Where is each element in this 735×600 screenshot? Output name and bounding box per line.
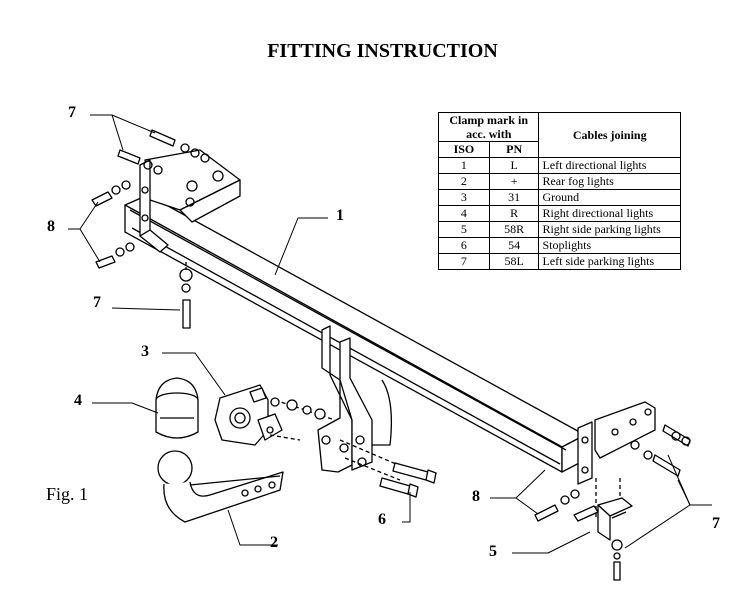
leader-lines <box>68 114 712 554</box>
cell-iso: 2 <box>438 173 490 190</box>
page-title: FITTING INSTRUCTION <box>267 40 498 62</box>
left-bracket <box>139 149 241 253</box>
crossbar <box>124 194 586 473</box>
cell-description: Right side parking lights <box>538 221 681 238</box>
callout-1: 1 <box>336 207 344 224</box>
fasteners-left <box>91 129 210 329</box>
callout-8-right: 8 <box>472 488 480 505</box>
cell-pn: L <box>488 157 540 174</box>
socket-plate <box>214 384 336 446</box>
cell-iso: 6 <box>438 237 490 254</box>
table-header-row: Clamp mark in acc. with Cables joining <box>437 112 681 158</box>
cell-pn: 31 <box>488 189 540 206</box>
callout-8-left: 8 <box>47 218 55 235</box>
callout-5: 5 <box>489 543 497 560</box>
bolts-6 <box>379 462 437 498</box>
cell-description: Stoplights <box>538 237 681 254</box>
cell-pn: R <box>488 205 540 222</box>
cell-description: Ground <box>538 189 681 206</box>
cell-pn: 58R <box>488 221 540 238</box>
right-bracket <box>577 401 656 485</box>
callout-7-top-left: 7 <box>68 104 76 121</box>
tow-ball-arm <box>157 450 284 523</box>
callout-7-left: 7 <box>93 294 101 311</box>
cell-iso: 7 <box>438 253 490 270</box>
cell-description: Rear fog lights <box>538 173 681 190</box>
header-clamp: Clamp mark in acc. with <box>437 112 540 142</box>
cell-description: Left side parking lights <box>538 253 681 270</box>
callout-2: 2 <box>270 534 278 551</box>
cell-iso: 3 <box>438 189 490 206</box>
callout-7-right: 7 <box>712 515 720 532</box>
cell-pn: 54 <box>488 237 540 254</box>
callout-4: 4 <box>74 392 82 409</box>
cell-description: Left directional lights <box>538 157 681 174</box>
socket-bracket <box>573 478 633 541</box>
cell-pn: + <box>488 173 540 190</box>
header-iso: ISO <box>438 141 490 158</box>
cell-description: Right directional lights <box>538 205 681 222</box>
cell-iso: 4 <box>438 205 490 222</box>
cell-iso: 5 <box>438 221 490 238</box>
header-cables: Cables joining <box>538 112 681 158</box>
fasteners-right <box>534 424 691 581</box>
cable-legend-table: Clamp mark in acc. with Cables joining I… <box>437 112 681 270</box>
table-row: 2+Rear fog lights <box>438 173 681 190</box>
figure-label: Fig. 1 <box>46 484 89 504</box>
cell-iso: 1 <box>438 157 490 174</box>
cell-pn: 58L <box>488 253 540 270</box>
ball-cover <box>155 377 199 439</box>
table-subheader-row: ISO PN <box>438 141 681 158</box>
hanger-plates <box>317 325 411 481</box>
header-pn: PN <box>488 141 540 158</box>
callout-6: 6 <box>378 511 386 528</box>
callout-3: 3 <box>141 343 149 360</box>
